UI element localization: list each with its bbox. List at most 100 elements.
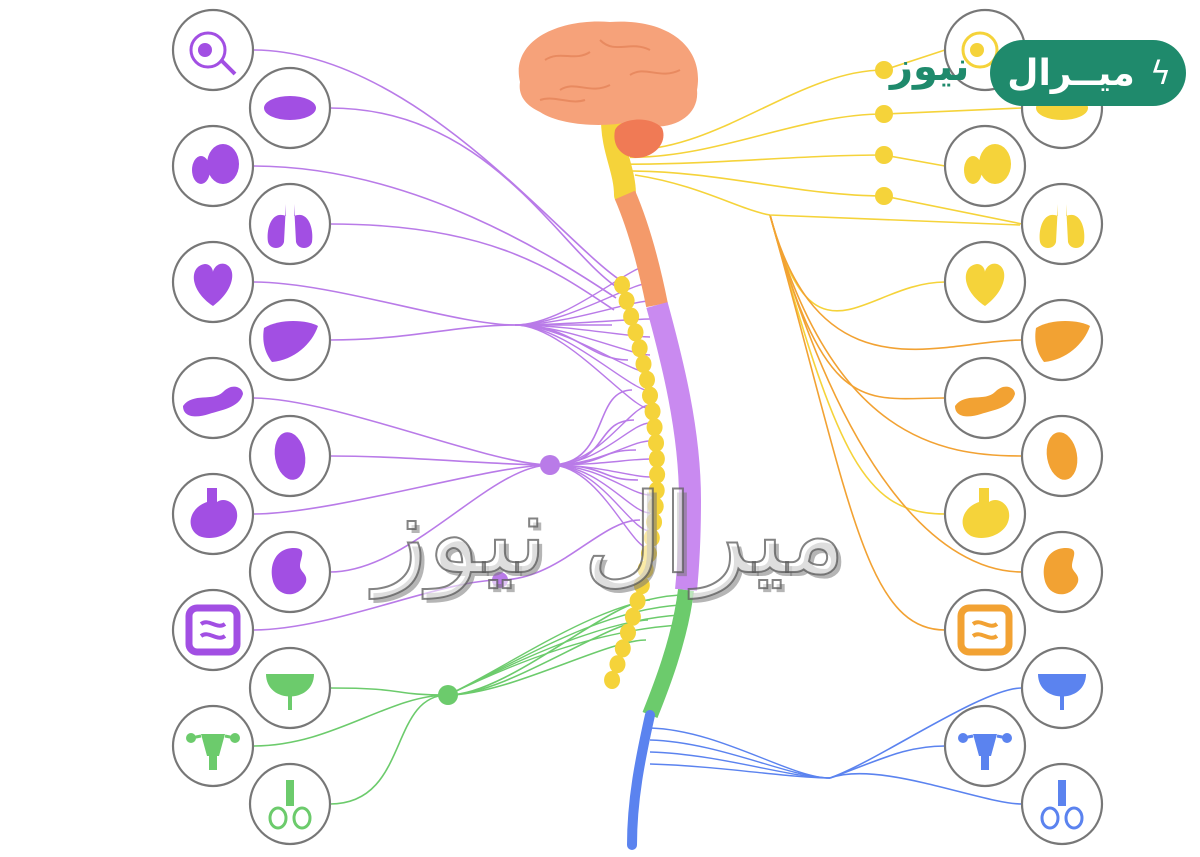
liver-icon <box>263 321 318 362</box>
nerve-line <box>549 458 651 466</box>
spleen-organ <box>1020 414 1104 498</box>
ganglion-bead <box>647 497 664 516</box>
pancreas-icon <box>955 386 1015 417</box>
intestine-icon <box>957 604 1013 656</box>
ganglion-node <box>438 685 458 705</box>
nerve-line <box>514 324 651 410</box>
ganglion-bead <box>648 434 665 452</box>
nerve-line <box>549 422 651 466</box>
testes-icon <box>268 780 312 830</box>
heart-organ <box>943 240 1027 324</box>
stomach-organ <box>171 472 255 556</box>
lungs-icon <box>1039 204 1085 248</box>
uterus-organ <box>171 704 255 788</box>
brain <box>518 21 699 158</box>
nerve-line <box>629 170 885 197</box>
nerve-line <box>629 113 885 159</box>
intestine-organ <box>943 588 1027 672</box>
nerve-line <box>329 223 615 311</box>
salivary-glands-organ <box>171 124 255 208</box>
ganglion-bead <box>637 560 654 579</box>
nerve-line <box>252 49 621 281</box>
ganglion-bead <box>644 402 661 421</box>
ganglion-bead <box>638 370 655 389</box>
brand-name-white: ميــرال <box>1007 52 1135 94</box>
ganglion-bead <box>648 481 665 500</box>
spleen-organ <box>248 414 332 498</box>
organ-circle <box>248 182 332 266</box>
spinal-segment-thoracic <box>646 302 702 592</box>
ganglion-bead <box>614 276 630 294</box>
ganglion-bead <box>624 607 641 626</box>
spinal-segment-lumbar <box>642 589 694 718</box>
ganglion-bead <box>635 355 652 373</box>
ganglion-bead <box>631 339 648 358</box>
nerve-line <box>252 165 617 299</box>
ganglion-bead <box>633 576 650 595</box>
bladder-organ <box>1020 646 1104 730</box>
nerve-line <box>329 419 635 466</box>
kidney-icon <box>271 548 307 595</box>
glands-organ <box>248 66 332 150</box>
heart-organ <box>171 240 255 324</box>
ganglion-bead <box>629 592 646 610</box>
nerve-line <box>829 772 1023 805</box>
ganglion-bead <box>640 544 657 563</box>
intestine-icon <box>185 604 241 656</box>
nerve-line <box>329 107 619 289</box>
nerve-line <box>769 214 946 515</box>
watermark-text: ميرال نيوز <box>373 469 846 599</box>
right-organ-column <box>943 8 1104 846</box>
cerebrum-folds <box>539 39 681 103</box>
nerve-line <box>549 404 651 466</box>
ganglion-bead <box>642 386 659 405</box>
glands-icon <box>264 96 316 120</box>
nerve-line <box>769 214 1023 457</box>
kidney-organ <box>1020 530 1104 614</box>
ganglion-bead <box>623 307 640 326</box>
kidney-organ <box>248 530 332 614</box>
nerve-line <box>634 174 1021 226</box>
organ-circle <box>171 8 255 92</box>
brand-pill <box>990 40 1186 106</box>
nerve-line <box>829 745 946 779</box>
salivary-glands-organ <box>943 124 1027 208</box>
stomach-organ <box>943 472 1027 556</box>
nerve-line <box>769 214 946 631</box>
lungs-organ <box>1020 182 1104 266</box>
ganglion-bead <box>619 623 636 642</box>
ganglion-bead <box>614 639 631 658</box>
testes-organ <box>248 762 332 846</box>
stomach-icon <box>962 488 1010 538</box>
heart-icon <box>193 263 233 306</box>
bladder-organ <box>248 646 332 730</box>
nerve-line <box>514 282 651 326</box>
nerve-line <box>769 214 1023 351</box>
nerve-line <box>883 195 1023 225</box>
spinal-segment-thoracic-upper <box>614 190 668 308</box>
nerve-line <box>514 318 651 326</box>
lungs-icon <box>267 204 313 248</box>
uterus-organ <box>943 704 1027 788</box>
ganglion-bead <box>648 449 665 468</box>
cerebrum <box>518 21 699 127</box>
nerve-line <box>649 739 831 779</box>
pancreas-icon <box>183 386 243 417</box>
pancreas-organ <box>171 356 255 440</box>
liver-organ <box>248 298 332 382</box>
salivary-glands-icon <box>964 144 1011 184</box>
nerve-line <box>883 154 946 167</box>
left-organ-column <box>171 8 332 846</box>
nerve-line <box>447 604 681 696</box>
liver-organ <box>1020 298 1104 382</box>
bladder-icon <box>266 674 314 710</box>
uterus-icon <box>186 733 240 770</box>
ganglion-bead <box>649 465 666 484</box>
brand-badge[interactable]: ميــرال ϟ <box>990 40 1186 106</box>
nerve-line <box>883 49 946 71</box>
spinal-segment-sacral <box>627 710 655 850</box>
left-nerve-lines <box>252 49 681 805</box>
heart-icon <box>965 263 1005 306</box>
organ-circle <box>943 588 1027 672</box>
